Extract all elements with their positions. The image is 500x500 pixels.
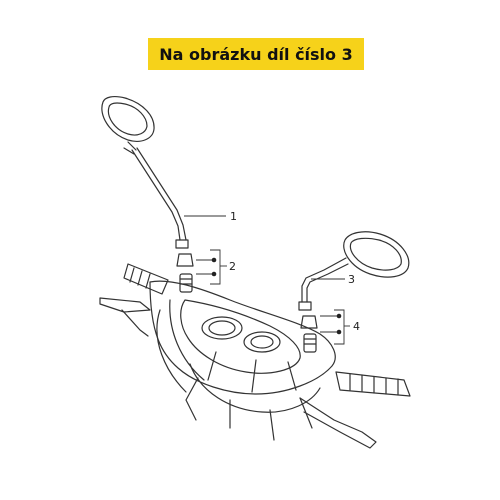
- callout-4: 4: [353, 320, 360, 333]
- handlebar-assembly-icon: [99, 263, 411, 449]
- left-mirror-icon: [101, 96, 189, 249]
- part-banner: Na obrázku díl číslo 3: [148, 38, 364, 70]
- callout-3: 3: [348, 273, 355, 286]
- part-banner-text: Na obrázku díl číslo 3: [159, 44, 353, 64]
- callout-leaders: [184, 215, 350, 345]
- callout-dots: [211, 257, 342, 335]
- callout-1: 1: [230, 210, 237, 223]
- right-mirror-icon: [298, 231, 410, 311]
- callout-2: 2: [229, 260, 236, 273]
- right-mount-parts-icon: [300, 315, 318, 353]
